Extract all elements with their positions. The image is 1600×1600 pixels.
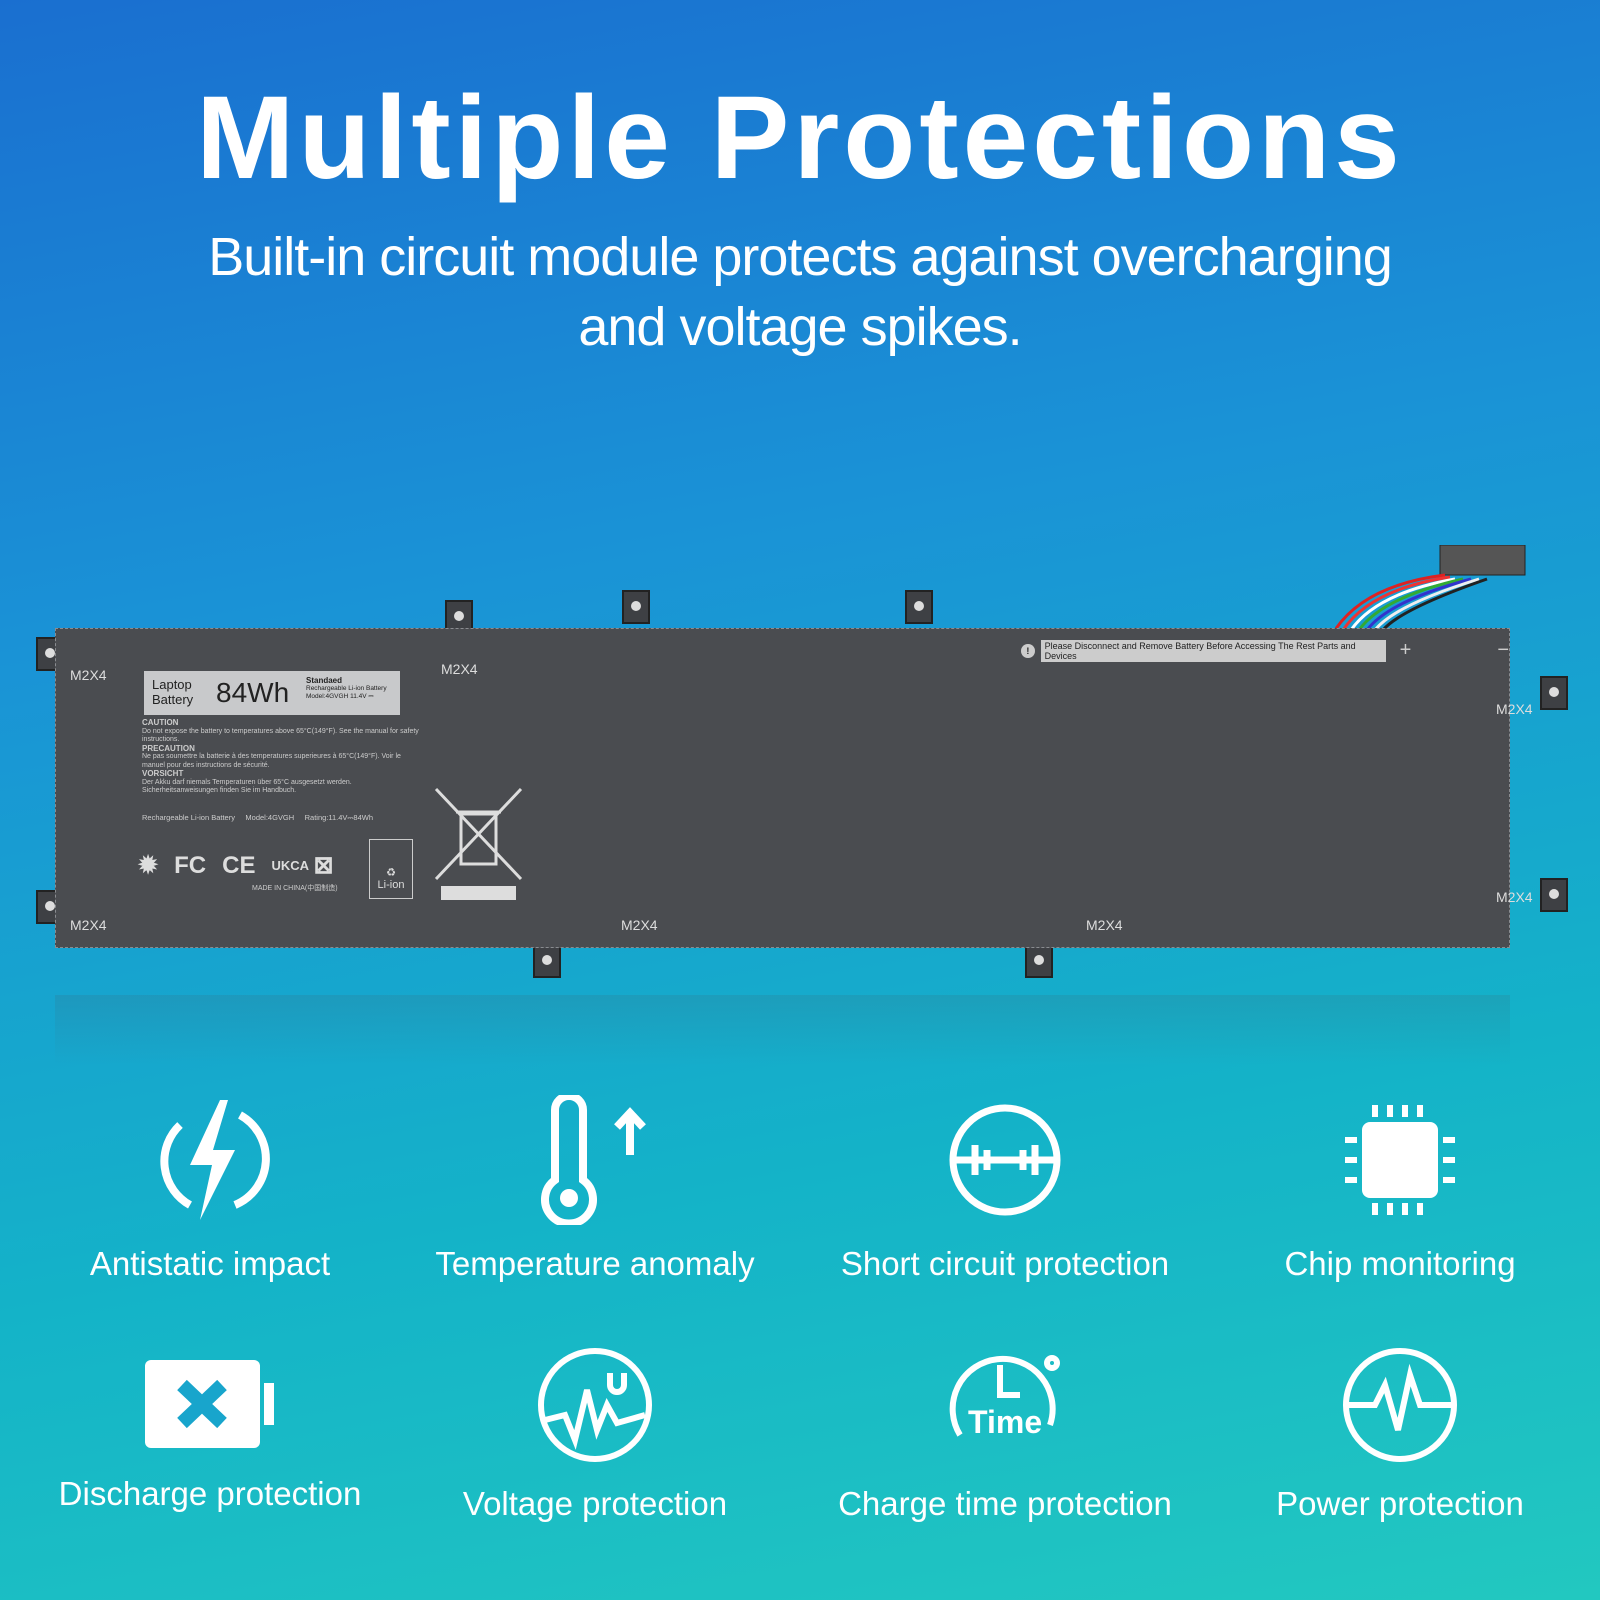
battery-x-icon [145, 1360, 274, 1448]
capacity: 84Wh [216, 677, 290, 708]
battery-body: M2X4 M2X4 M2X4 M2X4 M2X4 M2X4 M2X4 Lapto… [55, 628, 1533, 948]
subtitle-line-2: and voltage spikes. [578, 297, 1022, 357]
rating-value: Rating:11.4V⎓84Wh [304, 813, 373, 822]
screw-label: M2X4 [1496, 889, 1533, 905]
plus-terminal: + [1399, 639, 1412, 661]
feature-charge-time: Time Charge time protection [815, 1345, 1195, 1523]
screw-label: M2X4 [70, 667, 107, 683]
svg-text:Time: Time [968, 1404, 1042, 1440]
weee-bin-icon [434, 787, 523, 900]
mount-tab [533, 944, 561, 978]
minus-terminal: − [1497, 639, 1509, 661]
ukca-icon: UKCA [271, 858, 310, 873]
ccc-icon: ⊠ [313, 852, 334, 879]
label-type: Battery [152, 692, 194, 707]
mount-tab [36, 637, 64, 671]
subtitle-line-1: Built-in circuit module protects against… [208, 227, 1393, 287]
vorsicht-heading: VORSICHT [142, 769, 184, 778]
rating-model: Model:4GVGH [245, 813, 295, 822]
thermometer-icon [541, 1095, 646, 1225]
feature-label: Chip monitoring [1284, 1245, 1516, 1282]
lightning-icon [160, 1100, 270, 1220]
feature-label: Short circuit protection [840, 1245, 1170, 1282]
battery-label: Laptop Battery 84Wh Standaed Rechargeabl… [144, 671, 400, 715]
screw-label: M2X4 [1086, 917, 1123, 933]
chemistry: Rechargeable Li-ion Battery [306, 685, 387, 692]
feature-discharge: Discharge protection [20, 1345, 400, 1513]
feature-label: Charge time protection [838, 1485, 1172, 1522]
mount-tab [622, 590, 650, 624]
feature-label: Voltage protection [462, 1485, 728, 1522]
pulse-icon [1343, 1348, 1457, 1462]
warning-icon: ! [1021, 643, 1035, 658]
caution-body: Do not expose the battery to temperature… [142, 727, 419, 744]
label-type: Laptop [152, 677, 192, 692]
precaution-body: Ne pas soumettre la batterie à des tempe… [142, 753, 401, 769]
chip-icon [1345, 1105, 1455, 1215]
feature-power: Power protection [1210, 1345, 1590, 1523]
flame-icon: ✹ [138, 852, 159, 879]
feature-short-circuit: Short circuit protection [815, 1095, 1195, 1283]
feature-chip: Chip monitoring [1210, 1095, 1590, 1283]
feature-label: Temperature anomaly [435, 1245, 755, 1282]
subtitle: Built-in circuit module protects against… [100, 222, 1500, 362]
screw-label: M2X4 [1496, 701, 1533, 717]
mount-tab [1540, 878, 1568, 912]
feature-temperature: Temperature anomaly [405, 1095, 785, 1283]
liion-label: Li-ion [377, 879, 405, 891]
standard: Standaed [306, 676, 343, 685]
recycle-icon: ♻Li-ion [369, 839, 413, 899]
screw-label: M2X4 [441, 661, 478, 677]
warning-notice: ! Please Disconnect and Remove Battery B… [1021, 639, 1509, 662]
caution-heading: CAUTION [142, 718, 179, 727]
screw-label: M2X4 [621, 917, 658, 933]
timer-icon: Time [949, 1355, 1060, 1440]
page-title: Multiple Protections [196, 72, 1404, 204]
certification-marks: ✹ FC CE UKCA ⊠ [138, 851, 334, 880]
feature-antistatic: Antistatic impact [20, 1095, 400, 1283]
feature-label: Discharge protection [58, 1475, 362, 1512]
screw-label: M2X4 [70, 917, 107, 933]
mount-tab [1540, 676, 1568, 710]
circuit-icon [949, 1104, 1061, 1216]
warning-text: Please Disconnect and Remove Battery Bef… [1040, 639, 1386, 662]
fcc-icon: FC [174, 851, 207, 879]
feature-label: Antistatic impact [89, 1245, 331, 1282]
battery-cable-connector [1335, 545, 1526, 630]
rating-line: Rechargeable Li-ion Battery Model:4GVGH … [142, 813, 373, 823]
feature-label: Power protection [1276, 1485, 1524, 1522]
precaution-heading: PRECAUTION [142, 743, 195, 753]
model-voltage: Model:4GVGH 11.4V ⎓ [306, 693, 374, 700]
voltage-icon [538, 1348, 652, 1462]
rating-chem: Rechargeable Li-ion Battery [142, 813, 235, 822]
ce-icon: CE [222, 851, 256, 879]
mount-tab [1025, 944, 1053, 978]
battery-reflection [55, 995, 1510, 1065]
made-in: MADE IN CHINA(中国制造) [252, 885, 338, 892]
mount-tab [905, 590, 933, 624]
feature-voltage: Voltage protection [405, 1345, 785, 1523]
vorsicht-body: Der Akku darf niemals Temperaturen über … [142, 778, 352, 795]
